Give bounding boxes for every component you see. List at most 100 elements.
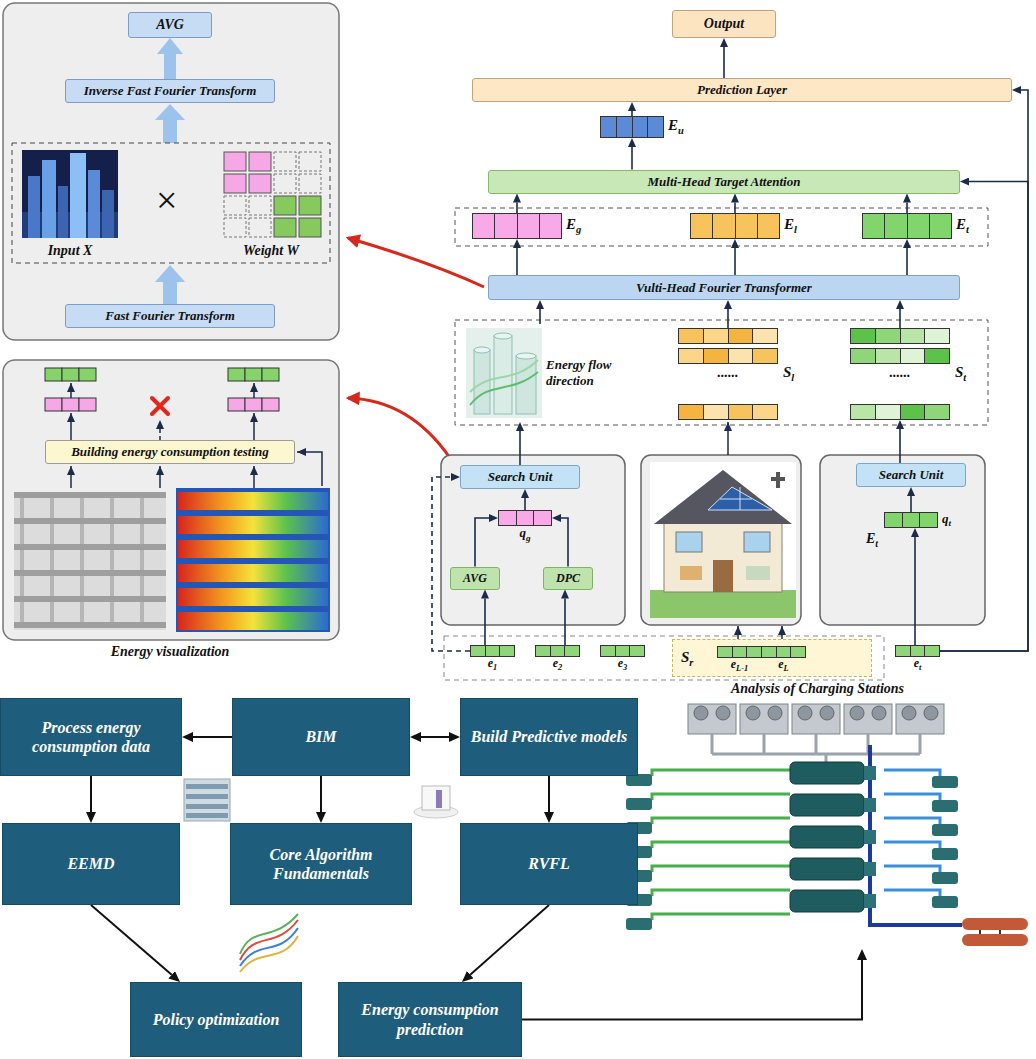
- charging-station-image: [768, 706, 782, 720]
- vector-cell: [703, 405, 728, 419]
- vector-cell: [533, 511, 551, 525]
- charging-station-image: [902, 706, 916, 720]
- charging-station-image: [652, 770, 790, 920]
- vector-cell: [471, 646, 485, 656]
- process-box: Policy optimization: [130, 982, 302, 1057]
- node-label: EEMD: [67, 854, 114, 873]
- office-photo: [186, 784, 228, 789]
- embedding-vector: Eg: [472, 213, 562, 239]
- vector-cell: [516, 511, 534, 525]
- charging-station-image: [790, 890, 864, 912]
- vector-cell: [900, 405, 925, 419]
- weight-grid: [224, 218, 246, 237]
- vector-row: [850, 328, 950, 344]
- house-image: [650, 462, 796, 618]
- connector-arrow: [727, 309, 729, 328]
- weight-grid: [274, 218, 296, 237]
- vector-cell: [616, 117, 632, 137]
- house-image: [708, 487, 772, 510]
- visualization-panel: [70, 413, 72, 440]
- vector-cell: [615, 646, 630, 656]
- connector-arrow: [548, 776, 550, 812]
- vector-label: Eu: [668, 118, 684, 137]
- vector-cell: [924, 349, 949, 363]
- weight-grid: [249, 218, 271, 237]
- signal-waves: [240, 920, 298, 960]
- charging-station-image: [864, 766, 876, 780]
- node-label: DPC: [556, 571, 580, 585]
- vector-cell: [790, 647, 805, 657]
- charging-station-image: [850, 706, 864, 720]
- building-model-icon: [422, 786, 450, 810]
- connector-arrow: [519, 431, 521, 465]
- group-label: Sr: [681, 649, 693, 668]
- fourier-panel: [155, 265, 185, 305]
- visualization-panel: [152, 398, 168, 414]
- energy-flow-image: [494, 333, 512, 339]
- process-box: Building energy consumption testing: [45, 440, 295, 464]
- vector-cell: [875, 329, 900, 343]
- house-image: [650, 462, 796, 618]
- vector-cell: [647, 117, 663, 137]
- connector-arrow: [899, 429, 901, 463]
- house-image: [771, 477, 785, 481]
- connector-arrow: [432, 477, 470, 651]
- city-image: [42, 160, 56, 238]
- process-box: Core Algorithm Fundamentals: [230, 823, 412, 905]
- charging-station-image: [626, 704, 1028, 946]
- charging-station-image: [932, 800, 958, 812]
- energy-flow-image: [474, 350, 490, 414]
- vector-cell: [499, 646, 514, 656]
- office-photo: [184, 779, 230, 821]
- weight-grid: [224, 174, 246, 193]
- operator-box: DPC: [543, 567, 593, 590]
- city-image: [70, 153, 86, 238]
- building-model-image: [14, 492, 166, 630]
- connector-arrow: [906, 203, 908, 214]
- visualization-panel: [62, 368, 79, 381]
- house-image: [720, 499, 752, 500]
- vector-label: et: [914, 657, 922, 673]
- building-model-image: [14, 452, 330, 632]
- subscript: u: [678, 125, 684, 136]
- vector-cell: [907, 214, 929, 238]
- energy-flow-image: [466, 328, 542, 418]
- layer-bar: Prediction Layer: [472, 78, 1012, 102]
- building-model-image: [178, 516, 328, 534]
- building-model-image: [14, 518, 166, 524]
- charging-station-image: [798, 706, 812, 720]
- building-model-icon: [414, 786, 458, 818]
- vector-cell: [851, 405, 875, 419]
- node-label: RVFL: [528, 854, 570, 873]
- charging-station-image: [870, 745, 962, 925]
- energy-flow-image: [466, 328, 542, 418]
- charging-station-image: [864, 894, 876, 908]
- building-model-image: [14, 570, 166, 576]
- building-model-image: [159, 466, 161, 488]
- office-photo: [186, 794, 228, 799]
- charging-station-image: [864, 862, 876, 876]
- building-model-image: [50, 492, 54, 628]
- charging-station-image: [790, 762, 864, 784]
- operator-box: AVG: [450, 567, 500, 590]
- vector-cell: [499, 511, 516, 525]
- ellipsis: ......: [850, 366, 950, 380]
- charging-station-image: [716, 706, 730, 720]
- visualization-panel: [262, 398, 279, 411]
- signal-waves: [240, 914, 298, 972]
- subscript: 3: [623, 663, 627, 672]
- connector-arrow: [734, 203, 736, 214]
- feed-arrow: [727, 422, 729, 455]
- vector-cell: [924, 405, 949, 419]
- image-caption: Energy flow direction: [546, 357, 628, 388]
- charging-station-image: [884, 770, 940, 896]
- node-label: Core Algorithm Fundamentals: [237, 845, 405, 883]
- vector-cell: [746, 647, 761, 657]
- vector-row: [850, 404, 950, 420]
- city-image: [22, 150, 118, 238]
- visualization-panel: [45, 398, 62, 411]
- charging-station-image: [932, 896, 958, 908]
- vector-cell: [924, 646, 939, 656]
- transform-bar: Inverse Fast Fourier Transform: [65, 79, 275, 103]
- vector-label: qt: [942, 512, 951, 529]
